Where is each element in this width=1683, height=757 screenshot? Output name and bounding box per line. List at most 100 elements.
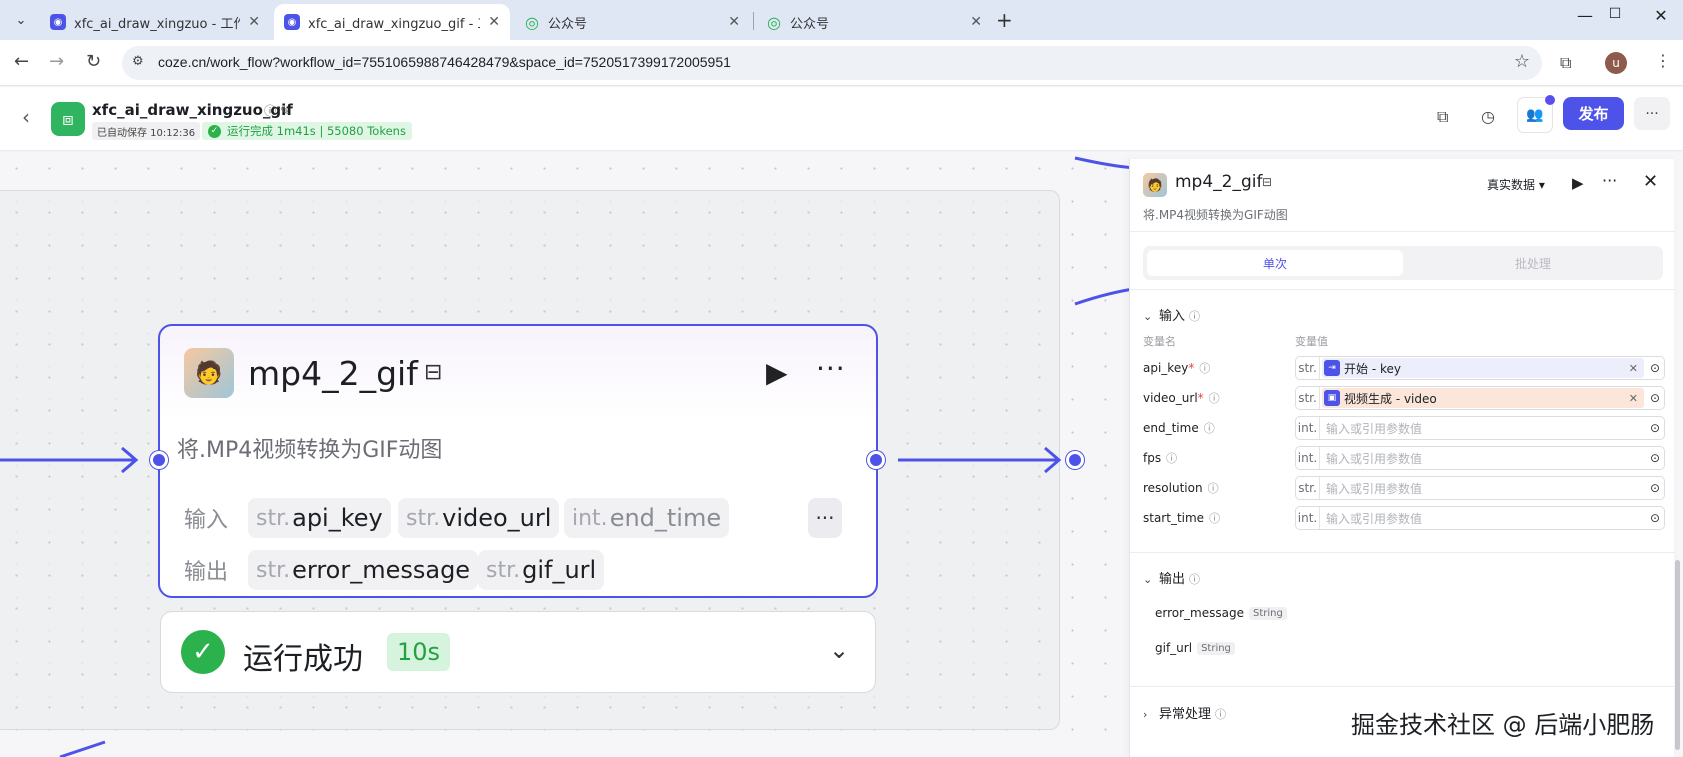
reload-icon[interactable]: ↻ bbox=[86, 51, 102, 72]
panel-close-icon[interactable]: ✕ bbox=[1643, 171, 1659, 192]
new-tab-plus-icon[interactable]: + bbox=[996, 8, 1013, 32]
tab-batch[interactable]: 批处理 bbox=[1514, 256, 1551, 271]
caret-down-icon: ▾ bbox=[1538, 178, 1545, 192]
node-output-label: 输出 bbox=[184, 560, 229, 585]
workflow-title: xfc_ai_draw_xingzuo_gif bbox=[92, 101, 293, 119]
browser-tab-2[interactable]: ◉ xfc_ai_draw_xingzuo_gif - 工作 ✕ bbox=[274, 4, 510, 40]
node-run-play-icon[interactable]: ▶ bbox=[766, 356, 788, 389]
node-more-icon[interactable]: ··· bbox=[816, 352, 846, 385]
browser-menu-icon[interactable]: ⋮ bbox=[1655, 51, 1671, 70]
reference-target-icon[interactable]: ⊙ bbox=[1649, 481, 1661, 495]
run-result-text: 运行成功 bbox=[243, 642, 363, 677]
back-chevron-icon[interactable]: ‹ bbox=[22, 105, 30, 129]
panel-run-play-icon[interactable]: ▶ bbox=[1572, 174, 1584, 192]
chevron-down-icon: ⌄ bbox=[1143, 310, 1153, 323]
tab-close-icon[interactable]: ✕ bbox=[728, 14, 740, 30]
wechat-favicon-icon: ◎ bbox=[767, 12, 781, 32]
param-value-field[interactable]: str. ▣视频生成 - video✕ ⊙ bbox=[1295, 386, 1665, 410]
info-icon: ⓘ bbox=[1189, 573, 1201, 586]
tab-close-icon[interactable]: ✕ bbox=[248, 14, 260, 30]
video-node-icon: ▣ bbox=[1324, 390, 1340, 406]
node-input-chip: int.end_time bbox=[564, 498, 730, 538]
param-value-field[interactable]: int. 输入或引用参数值 ⊙ bbox=[1295, 446, 1665, 470]
coze-favicon-icon: ◉ bbox=[50, 14, 66, 30]
chevron-down-icon[interactable]: ⌄ bbox=[829, 636, 850, 664]
workflow-header: ‹ ⧈ xfc_ai_draw_xingzuo_gif ⓘ ✎ 已自动保存 10… bbox=[0, 87, 1683, 151]
node-wires bbox=[0, 446, 1062, 474]
browser-tab-4[interactable]: ◎ 公众号 ✕ bbox=[767, 12, 982, 32]
site-info-icon[interactable]: ⚙ bbox=[132, 54, 144, 69]
forward-arrow-icon[interactable]: → bbox=[49, 51, 65, 72]
info-icon: ⓘ bbox=[1166, 452, 1178, 465]
container-output-port[interactable] bbox=[1066, 451, 1084, 469]
clear-x-icon[interactable]: ✕ bbox=[1628, 361, 1638, 375]
param-value-field[interactable]: str. ⇥开始 - key✕ ⊙ bbox=[1295, 356, 1665, 380]
mp4-2-gif-node[interactable]: 🧑 mp4_2_gif ⊟ ▶ ··· 将.MP4视频转换为GIF动图 输入 s… bbox=[158, 324, 878, 598]
run-result-card[interactable]: ✓ 运行成功 10s ⌄ bbox=[160, 611, 876, 693]
chevron-right-icon: › bbox=[1143, 708, 1148, 721]
node-input-label: 输入 bbox=[184, 508, 229, 533]
autosave-badge: 已自动保存 10:12:36 bbox=[92, 122, 201, 140]
back-arrow-icon[interactable]: ← bbox=[14, 51, 30, 72]
run-status-badge[interactable]: ✓运行完成 1m41s | 55080 Tokens bbox=[202, 122, 412, 140]
plugin-library-icon: ⊟ bbox=[424, 360, 443, 385]
clear-x-icon[interactable]: ✕ bbox=[1628, 391, 1638, 405]
info-icon: ⓘ bbox=[1209, 512, 1221, 525]
address-bar-row: ← → ↻ ⚙ coze.cn/work_flow?workflow_id=75… bbox=[0, 40, 1683, 86]
panel-more-icon[interactable]: ··· bbox=[1602, 171, 1618, 190]
bookmark-star-icon[interactable]: ☆ bbox=[1513, 51, 1530, 72]
browser-tab-1[interactable]: ◉ xfc_ai_draw_xingzuo - 工作流 ✕ bbox=[40, 4, 270, 40]
history-clock-icon[interactable]: ◷ bbox=[1481, 107, 1495, 126]
reference-target-icon[interactable]: ⊙ bbox=[1649, 511, 1661, 525]
data-mode-dropdown[interactable]: 真实数据 ▾ bbox=[1487, 178, 1545, 192]
more-menu-button[interactable]: ··· bbox=[1634, 97, 1670, 130]
node-input-port[interactable] bbox=[150, 451, 168, 469]
node-input-chip: str.video_url bbox=[398, 498, 560, 538]
extensions-puzzle-icon[interactable]: ⧉ bbox=[1560, 53, 1572, 72]
reference-target-icon[interactable]: ⊙ bbox=[1649, 391, 1661, 405]
success-check-icon: ✓ bbox=[181, 630, 225, 674]
param-ref-tag[interactable]: ▣视频生成 - video✕ bbox=[1322, 388, 1644, 408]
param-value-field[interactable]: str. 输入或引用参数值 ⊙ bbox=[1295, 476, 1665, 500]
param-value-field[interactable]: int. 输入或引用参数值 ⊙ bbox=[1295, 506, 1665, 530]
panel-scrollbar[interactable] bbox=[1675, 560, 1680, 750]
tab-close-icon[interactable]: ✕ bbox=[970, 14, 982, 30]
info-icon: ⓘ bbox=[1208, 392, 1220, 405]
reference-target-icon[interactable]: ⊙ bbox=[1649, 361, 1661, 375]
tab-single[interactable]: 单次 bbox=[1147, 250, 1403, 276]
publish-button[interactable]: 发布 bbox=[1563, 97, 1624, 130]
tab-close-icon[interactable]: ✕ bbox=[488, 14, 500, 30]
users-icon: 👥 bbox=[1526, 107, 1544, 123]
coze-favicon-icon: ◉ bbox=[284, 14, 300, 30]
info-icon[interactable]: ⓘ bbox=[264, 104, 277, 118]
url-field[interactable]: ⚙ coze.cn/work_flow?workflow_id=75510659… bbox=[122, 46, 1542, 80]
reference-target-icon[interactable]: ⊙ bbox=[1649, 421, 1661, 435]
collaborators-button[interactable]: 👥 bbox=[1517, 95, 1555, 133]
window-close-icon[interactable]: ✕ bbox=[1654, 6, 1668, 25]
param-ref-tag[interactable]: ⇥开始 - key✕ bbox=[1322, 358, 1644, 378]
notification-dot bbox=[1545, 95, 1555, 105]
browser-tab-3[interactable]: ◎ 公众号 ✕ bbox=[525, 12, 740, 32]
profile-avatar[interactable]: u bbox=[1605, 52, 1627, 74]
chevron-down-icon: ⌄ bbox=[1143, 573, 1153, 586]
column-header-name: 变量名 bbox=[1143, 335, 1176, 348]
copy-icon[interactable]: ⧉ bbox=[1437, 107, 1449, 126]
minimize-icon[interactable]: — bbox=[1577, 6, 1593, 25]
edit-icon[interactable]: ✎ bbox=[279, 104, 290, 118]
param-value-field[interactable]: int. 输入或引用参数值 ⊙ bbox=[1295, 416, 1665, 440]
node-inputs-more-button[interactable]: ··· bbox=[808, 498, 842, 538]
node-output-port[interactable] bbox=[867, 451, 885, 469]
maximize-icon[interactable]: ☐ bbox=[1608, 6, 1622, 22]
node-avatar: 🧑 bbox=[184, 348, 234, 398]
info-edit-icons[interactable]: ⓘ ✎ bbox=[264, 102, 290, 119]
tab-search-chevron-icon[interactable]: ⌄ bbox=[15, 12, 27, 28]
wire-out-of-node-arrow bbox=[1044, 446, 1062, 474]
run-mode-tabs: 单次 批处理 bbox=[1143, 246, 1663, 280]
reference-target-icon[interactable]: ⊙ bbox=[1649, 451, 1661, 465]
